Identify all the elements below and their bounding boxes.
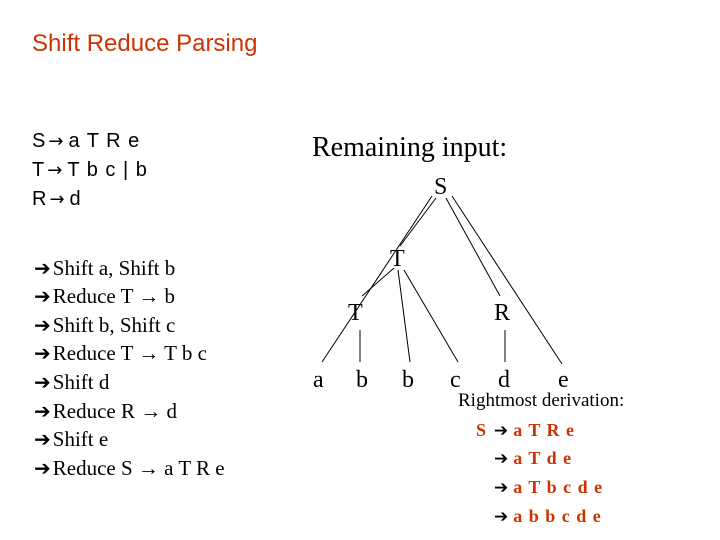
rule-lhs: T <box>32 159 46 181</box>
derivation-line-1: S ➔a T R e <box>476 420 575 441</box>
rule-rhs: T b c | b <box>67 159 148 181</box>
tree-leaf-c: c <box>450 367 461 393</box>
derivation-start: S <box>476 420 488 440</box>
rule-lhs: R <box>32 188 48 210</box>
step-2: ➔Reduce T → b <box>34 284 175 309</box>
step-arrow-icon: ➔ <box>34 399 51 423</box>
step-text: Reduce S → a T R e <box>52 456 225 480</box>
tree-leaf-b1: b <box>356 367 368 393</box>
step-arrow-icon: ➔ <box>34 256 51 280</box>
derivation-form-unchanged: a T <box>513 477 542 497</box>
step-3: ➔Shift b, Shift c <box>34 313 175 338</box>
grammar-rule-s: S→a T R e <box>32 130 140 153</box>
edge-s-a <box>321 195 433 363</box>
step-text: Reduce T → T b c <box>52 341 207 365</box>
grammar-rule-r: R→d <box>32 188 82 211</box>
step-arrow-icon: ➔ <box>34 456 51 480</box>
tree-leaf-d: d <box>498 367 510 393</box>
rightmost-derivation-label: Rightmost derivation: <box>458 390 625 411</box>
tree-node-t-lower: T <box>348 300 363 326</box>
step-text: Reduce T → b <box>52 284 176 308</box>
arrow-icon: ➔ <box>494 449 510 469</box>
edge-t-c <box>403 269 459 363</box>
step-text: Shift d <box>52 370 110 394</box>
step-arrow-icon: ➔ <box>34 370 51 394</box>
step-4: ➔Reduce T → T b c <box>34 341 207 366</box>
arrow-icon: → <box>48 131 65 152</box>
tree-node-r: R <box>494 300 510 326</box>
tree-leaf-a: a <box>313 367 324 393</box>
step-7: ➔Shift e <box>34 427 108 452</box>
arrow-icon: → <box>47 160 64 181</box>
derivation-line-4: ➔a b b c d e <box>494 506 602 527</box>
derivation-form-unchanged: a <box>513 506 524 526</box>
grammar-rule-t: T→T b c | b <box>32 159 148 182</box>
step-text: Shift b, Shift c <box>52 313 176 337</box>
step-5: ➔Shift d <box>34 370 109 395</box>
step-8: ➔Reduce S → a T R e <box>34 456 225 481</box>
step-arrow-icon: ➔ <box>34 313 51 337</box>
tree-leaf-e: e <box>558 367 569 393</box>
step-arrow-icon: ➔ <box>34 284 51 308</box>
rule-lhs: S <box>32 130 47 152</box>
derivation-form-changed: d e <box>546 448 573 468</box>
edge-s-e <box>451 195 563 365</box>
derivation-form-changed: b c d e <box>546 477 604 497</box>
arrow-icon: ➔ <box>494 507 510 527</box>
remaining-input-label: Remaining input: <box>312 132 508 163</box>
tree-node-s: S <box>434 174 447 200</box>
step-text: Shift e <box>52 427 109 451</box>
tree-node-t-upper: T <box>390 246 405 272</box>
derivation-line-2: ➔a T d e <box>494 448 572 469</box>
derivation-line-3: ➔a T b c d e <box>494 477 603 498</box>
step-arrow-icon: ➔ <box>34 341 51 365</box>
derivation-form-unchanged: a T <box>513 448 542 468</box>
edge-s-r <box>445 197 501 297</box>
derivation-form: a T R e <box>513 420 576 440</box>
rule-rhs: a T R e <box>68 130 141 152</box>
edge-s-t <box>399 197 437 247</box>
edge-t-t <box>361 267 395 297</box>
tree-edges <box>321 195 563 365</box>
step-text: Shift a, Shift b <box>52 256 176 280</box>
step-1: ➔Shift a, Shift b <box>34 256 175 281</box>
tree-leaf-b2: b <box>402 367 414 393</box>
step-text: Reduce R → d <box>52 399 177 423</box>
step-arrow-icon: ➔ <box>34 427 51 451</box>
step-6: ➔Reduce R → d <box>34 399 177 424</box>
derivation-form-changed: b b c d e <box>528 506 602 526</box>
arrow-icon: → <box>49 189 66 210</box>
page-title: Shift Reduce Parsing <box>32 30 258 57</box>
rule-rhs: d <box>69 188 82 210</box>
arrow-icon: ➔ <box>494 478 510 498</box>
arrow-icon: ➔ <box>487 421 510 441</box>
edge-t-b <box>397 269 411 363</box>
